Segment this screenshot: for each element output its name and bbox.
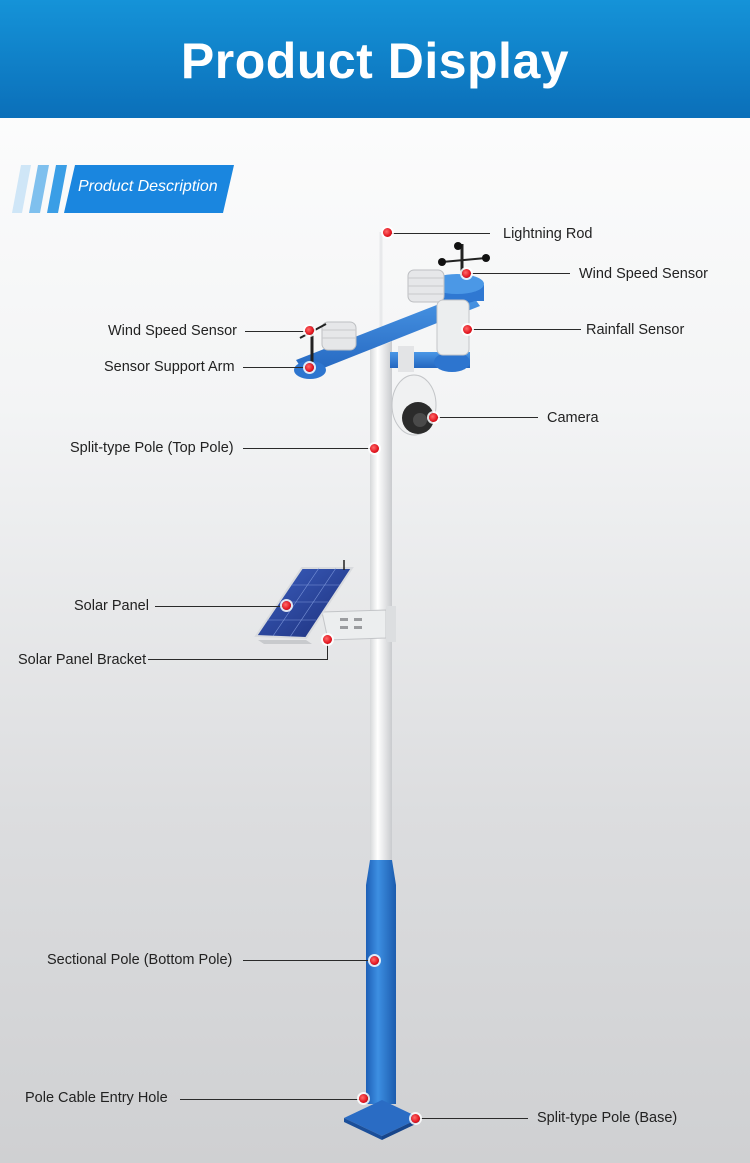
- section-tag-label: Product Description: [78, 178, 218, 195]
- marker-lightning-rod: [383, 228, 392, 237]
- marker-wind-speed-left: [305, 326, 314, 335]
- top-pole: [370, 338, 392, 863]
- label-top-pole: Split-type Pole (Top Pole): [70, 440, 234, 456]
- marker-bottom-pole: [370, 956, 379, 965]
- label-bracket: Solar Panel Bracket: [18, 652, 147, 668]
- callout-line-bottom-pole: [243, 960, 374, 961]
- label-wind-speed-right: Wind Speed Sensor: [579, 266, 708, 282]
- callout-line-bracket-vert: [327, 640, 328, 660]
- sensor-support-arm: [296, 292, 480, 375]
- label-wind-speed-left: Wind Speed Sensor: [108, 323, 237, 339]
- label-lightning-rod: Lightning Rod: [503, 226, 593, 242]
- callout-line-rainfall: [467, 329, 581, 330]
- callout-line-support-arm: [243, 367, 309, 368]
- callout-line-base: [415, 1118, 528, 1119]
- marker-camera: [429, 413, 438, 422]
- marker-support-arm: [305, 363, 314, 372]
- solar-panel: [254, 567, 354, 640]
- label-cable-hole: Pole Cable Entry Hole: [25, 1090, 168, 1106]
- solar-panel-bracket: [321, 609, 387, 641]
- page-title: Product Display: [180, 33, 570, 89]
- marker-cable-hole: [359, 1094, 368, 1103]
- marker-top-pole: [370, 444, 379, 453]
- callout-line-bracket: [148, 659, 328, 660]
- marker-rainfall: [463, 325, 472, 334]
- marker-wind-speed-right: [462, 269, 471, 278]
- label-base: Split-type Pole (Base): [537, 1110, 678, 1126]
- section-tag: [12, 165, 234, 213]
- callout-line-solar-panel: [155, 606, 286, 607]
- callout-line-lightning-rod: [388, 233, 490, 234]
- label-bottom-pole: Sectional Pole (Bottom Pole): [47, 952, 233, 968]
- callout-line-top-pole: [243, 448, 374, 449]
- callout-line-cable-hole: [180, 1099, 363, 1100]
- bottom-pole: [366, 860, 396, 1104]
- marker-solar-panel: [282, 601, 291, 610]
- callout-line-wind-speed-right: [466, 273, 570, 274]
- marker-bracket: [323, 635, 332, 644]
- marker-base: [411, 1114, 420, 1123]
- callout-line-wind-speed-left: [245, 331, 309, 332]
- page-header: Product Display: [0, 0, 750, 118]
- label-camera: Camera: [547, 410, 599, 426]
- label-rainfall: Rainfall Sensor: [586, 322, 685, 338]
- label-support-arm: Sensor Support Arm: [104, 359, 235, 375]
- callout-line-camera: [434, 417, 538, 418]
- base-plate: [344, 1100, 420, 1136]
- label-solar-panel: Solar Panel: [74, 598, 149, 614]
